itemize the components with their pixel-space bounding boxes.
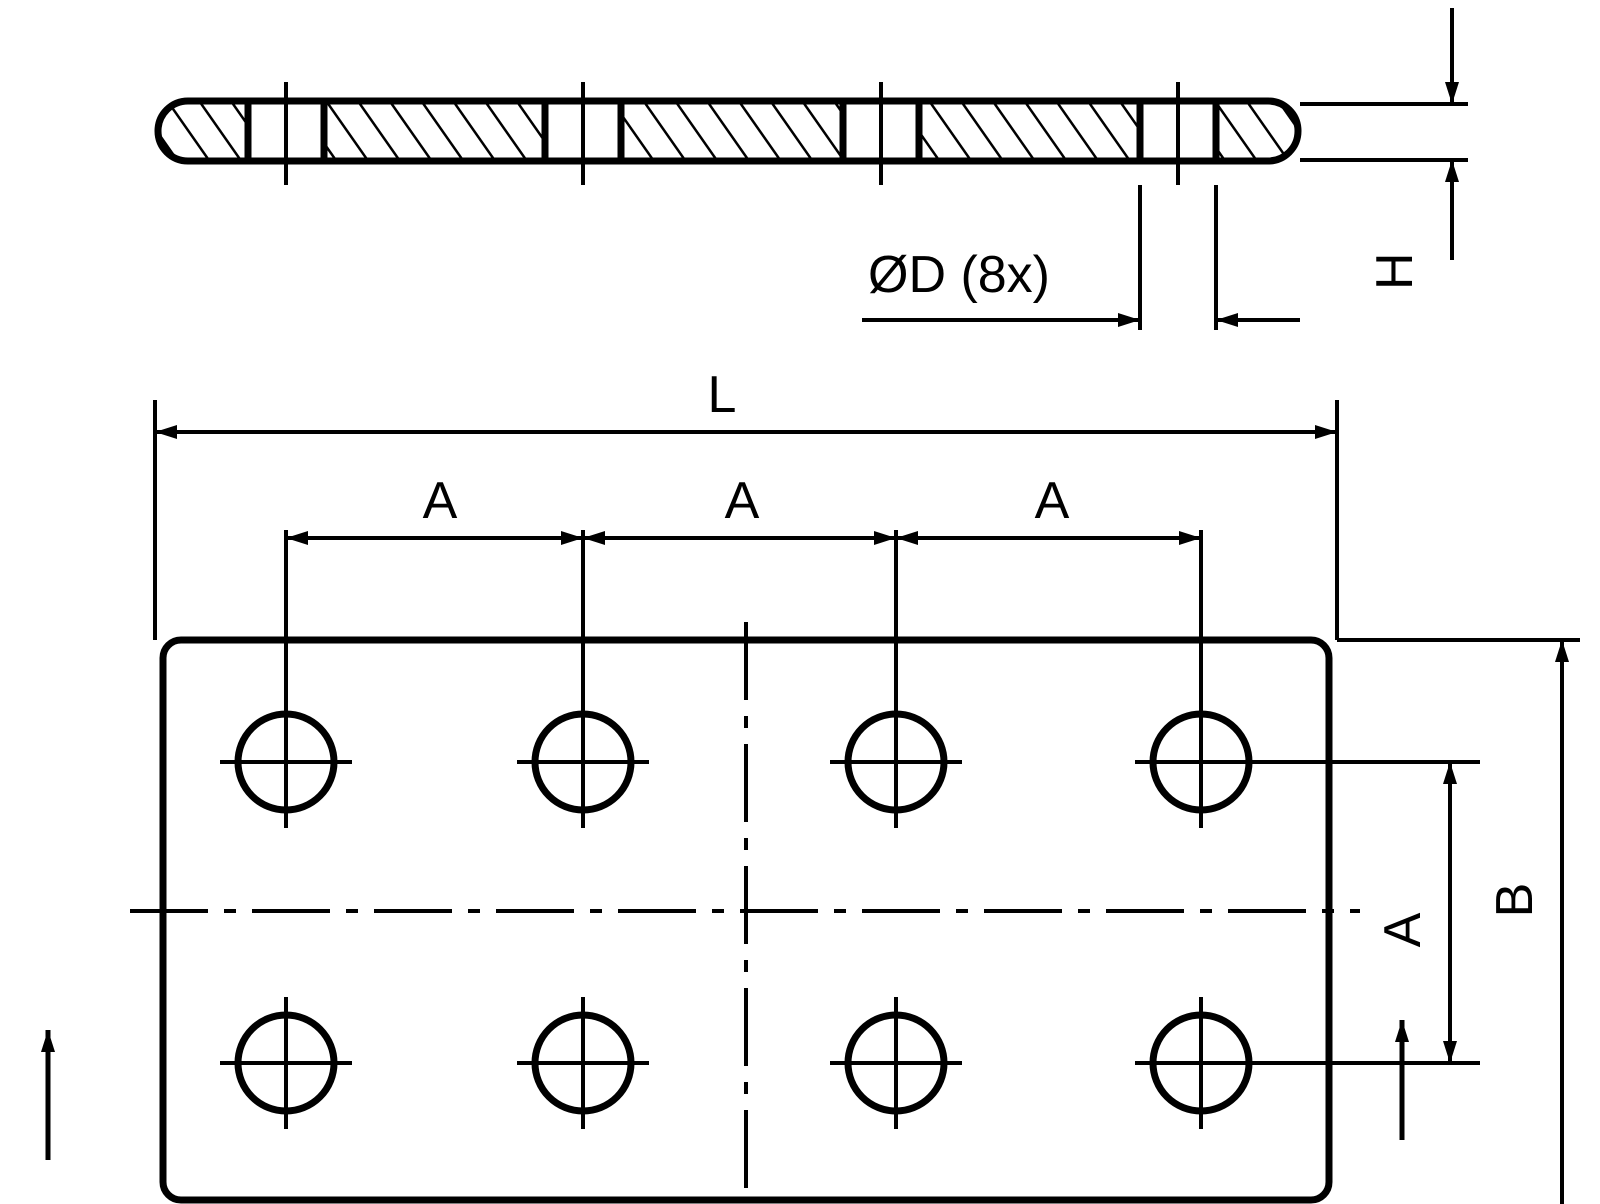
- pitch-dimensions-horizontal: A A A: [286, 472, 1201, 545]
- hole-diameter-label: ØD (8x): [868, 246, 1050, 304]
- hole-diameter-dimension: ØD (8x): [862, 246, 1300, 327]
- pitch-label-2: A: [725, 472, 760, 530]
- vertical-pitch-label: A: [1374, 912, 1432, 947]
- thickness-label: H: [1366, 252, 1424, 290]
- section-hole-centerlines: [284, 82, 1180, 185]
- diameter-extension-lines: [1138, 185, 1218, 330]
- width-label: B: [1486, 883, 1544, 918]
- thickness-dimension: H: [1300, 8, 1468, 290]
- side-section-view: [154, 82, 1302, 330]
- length-dimension: L: [153, 366, 1339, 640]
- top-view: [130, 530, 1360, 1204]
- length-label: L: [708, 366, 737, 424]
- hole-centermarks: [220, 696, 1267, 1129]
- pitch-extension-lines: [284, 530, 1203, 700]
- section-plate-body: [154, 97, 1302, 165]
- pitch-dimension-vertical: A: [1244, 760, 1480, 1065]
- width-dimension: B: [1337, 638, 1580, 1204]
- pitch-label-3: A: [1035, 472, 1070, 530]
- pitch-label-1: A: [423, 472, 458, 530]
